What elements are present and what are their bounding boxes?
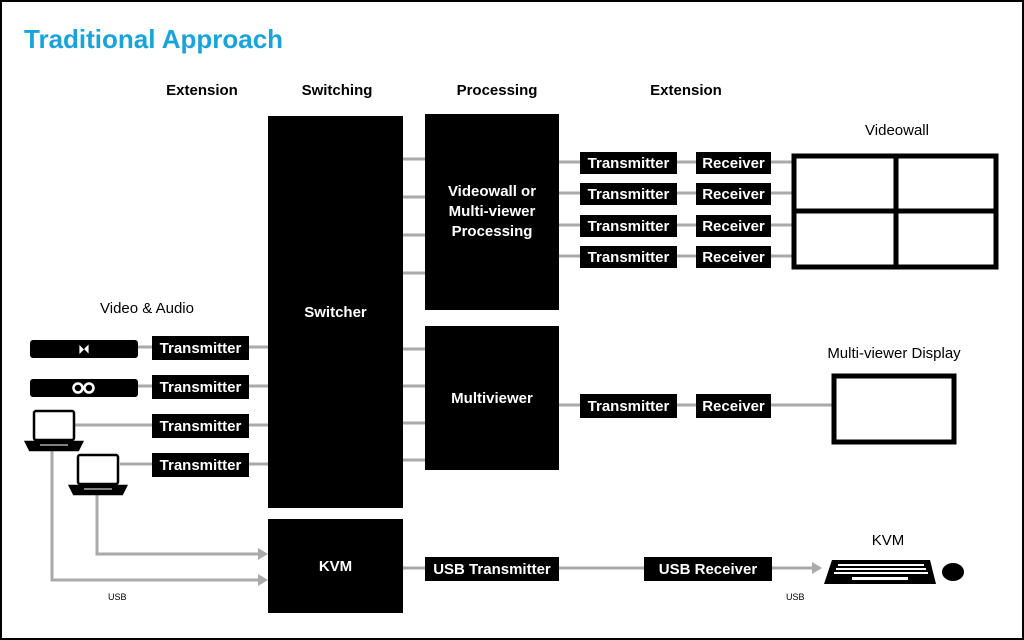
header-processing: Processing: [456, 82, 538, 99]
usb-transmitter: USB Transmitter: [425, 557, 559, 581]
keyboard-icon: [824, 560, 936, 584]
videowall-receiver: Receiver: [696, 246, 771, 268]
kvm-label: KVM: [871, 532, 905, 549]
usb-wire: [50, 450, 260, 582]
videowall-receiver: Receiver: [696, 183, 771, 205]
multiviewer-display: [831, 373, 957, 445]
kvm-block: KVM: [268, 519, 403, 613]
switcher-block: Switcher: [268, 116, 403, 508]
laptop-icon: [23, 409, 85, 452]
video-audio-label: Video & Audio: [100, 300, 194, 317]
videowall-receiver: Receiver: [696, 215, 771, 237]
bluray-player-icon: ⏵⏴: [30, 340, 138, 358]
videowall-receiver: Receiver: [696, 152, 771, 174]
multiviewer-receiver: Receiver: [696, 394, 771, 418]
source-transmitter: Transmitter: [152, 375, 249, 399]
multiviewer-block: Multiviewer: [425, 326, 559, 470]
usb-label-right: USB: [786, 592, 805, 602]
header-extension-left: Extension: [166, 82, 238, 99]
videowall-transmitter: Transmitter: [580, 246, 677, 268]
source-transmitter: Transmitter: [152, 453, 249, 477]
videowall-label: Videowall: [865, 122, 929, 139]
media-player-icon: [30, 379, 138, 397]
mouse-icon: [942, 563, 964, 581]
arrowhead: [812, 562, 822, 574]
laptop-icon: [67, 453, 129, 496]
multiviewer-transmitter: Transmitter: [580, 394, 677, 418]
page-title: Traditional Approach: [24, 24, 284, 54]
multiviewer-display-label: Multi-viewer Display: [827, 345, 961, 362]
source-transmitter: Transmitter: [152, 414, 249, 438]
arrowhead: [258, 574, 268, 586]
arrowhead: [258, 548, 268, 560]
videowall-display: [791, 153, 999, 270]
usb-label-left: USB: [108, 592, 127, 602]
videowall-transmitter: Transmitter: [580, 215, 677, 237]
usb-receiver: USB Receiver: [644, 557, 772, 581]
svg-text:⏵⏴: ⏵⏴: [79, 344, 90, 356]
videowall-processing-block: Videowall or Multi-viewer Processing: [425, 114, 559, 310]
header-extension-right: Extension: [650, 82, 722, 99]
header-switching: Switching: [301, 82, 373, 99]
videowall-transmitter: Transmitter: [580, 183, 677, 205]
source-transmitter: Transmitter: [152, 336, 249, 360]
usb-wire: [95, 494, 260, 556]
videowall-transmitter: Transmitter: [580, 152, 677, 174]
